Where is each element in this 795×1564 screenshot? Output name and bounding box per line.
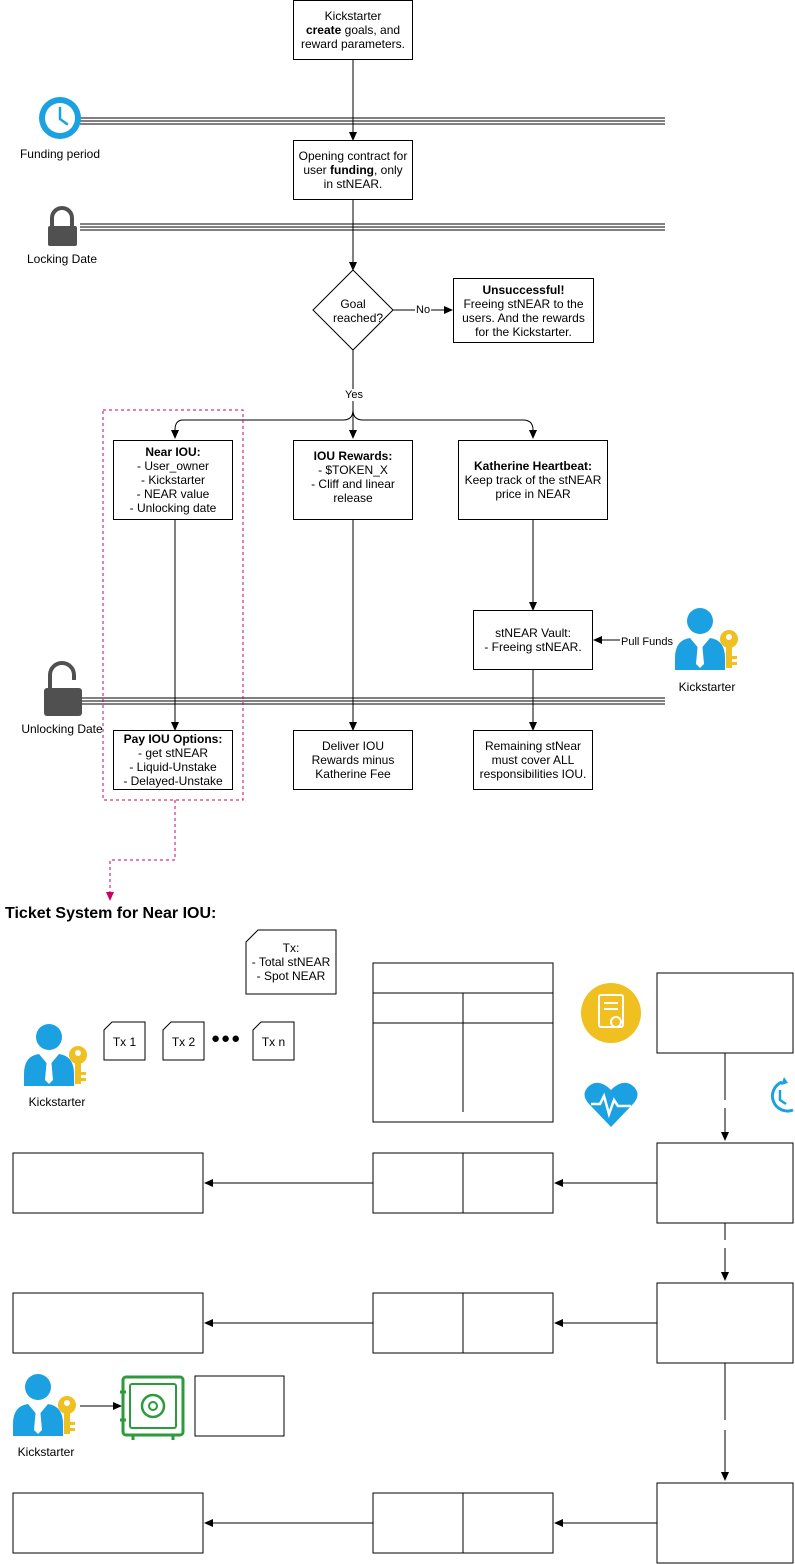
pay-iou-line: - Delayed-Unstake	[123, 774, 223, 788]
unsuccessful-box: Unsuccessful! Freeing stNEAR to the user…	[453, 278, 594, 343]
near-iou-group-border	[102, 409, 244, 801]
right-box-3	[656, 1282, 794, 1364]
locking-date-line	[80, 223, 665, 231]
right-box-4	[656, 1482, 794, 1564]
near-iou-line: - Unlocking date	[129, 501, 217, 515]
timer-icon	[770, 1077, 794, 1113]
vault-icon	[120, 1375, 185, 1440]
dashed-link-to-ticket-system	[106, 800, 176, 901]
split-box-1	[372, 1152, 554, 1214]
pay-iou-line: - get stNEAR	[137, 746, 209, 760]
right-box-2	[656, 1142, 794, 1224]
opening-contract-box: Opening contract for user funding, only …	[293, 140, 413, 200]
iou-rewards-box: IOU Rewards: - $TOKEN_X - Cliff and line…	[293, 440, 413, 520]
pay-iou-title: Pay IOU Options:	[123, 732, 223, 746]
near-iou-box: Near IOU: - User_owner - Kickstarter - N…	[113, 440, 233, 520]
deliver-rewards-text: Deliver IOU Rewards minus Katherine Fee	[311, 739, 395, 781]
opening-text-pre: Opening contract for user	[298, 149, 408, 177]
kickstarter-label: Kickstarter	[28, 1095, 86, 1109]
tx-note-line: - Spot NEAR	[256, 969, 326, 983]
decision-label: Goal reached?	[333, 297, 384, 325]
funding-period-label: Funding period	[19, 147, 101, 161]
unlocking-date-line	[80, 697, 665, 705]
tx-note-text: Tx: - Total stNEAR - Spot NEAR	[246, 941, 336, 983]
user-key-icon	[13, 1374, 76, 1436]
unlock-icon	[44, 661, 82, 716]
near-iou-line: - NEAR value	[136, 487, 210, 501]
no-label: No	[415, 304, 432, 316]
vault-line: stNEAR Vault:	[495, 626, 571, 640]
arrow-yes-right	[352, 409, 537, 439]
split-box-2	[372, 1292, 554, 1354]
tx-item: Tx 1	[112, 1035, 137, 1049]
output-box-3	[12, 1492, 204, 1554]
ellipsis-dots: ●●●	[211, 1030, 242, 1047]
pay-iou-options-box: Pay IOU Options: - get stNEAR - Liquid-U…	[113, 730, 233, 790]
arrow-yes-branches	[171, 350, 354, 439]
tx-n-shape	[252, 1021, 295, 1061]
create-text-post: goals, and reward parameters.	[300, 23, 406, 51]
vault-line: - Freeing stNEAR.	[484, 640, 582, 654]
tx-note-title: Tx:	[282, 941, 300, 955]
clock-icon	[39, 97, 81, 139]
ticket-system-heading: Ticket System for Near IOU:	[5, 905, 217, 922]
heartbeat-body: Keep track of the stNEAR price in NEAR	[464, 473, 602, 501]
tx-note-shape	[245, 929, 337, 995]
ticket-table	[372, 962, 554, 1123]
tx-note-line: - Total stNEAR	[251, 955, 331, 969]
create-text-pre: Kickstarter	[324, 9, 382, 23]
stnear-vault-box: stNEAR Vault: - Freeing stNEAR.	[473, 610, 593, 670]
tx-item: Tx n	[261, 1035, 286, 1049]
heartbeat-title: Katherine Heartbeat:	[473, 459, 593, 473]
unsuccessful-title: Unsuccessful!	[482, 282, 565, 297]
katherine-heartbeat-box: Katherine Heartbeat: Keep track of the s…	[458, 440, 608, 520]
right-box-1	[656, 972, 794, 1054]
unlocking-date-label: Unlocking Date	[21, 722, 103, 736]
pay-iou-line: - Liquid-Unstake	[129, 760, 217, 774]
deliver-rewards-box: Deliver IOU Rewards minus Katherine Fee	[293, 730, 413, 790]
tx-item: Tx 2	[171, 1035, 196, 1049]
create-text-bold: create	[305, 23, 342, 37]
heart-pulse-icon	[584, 1082, 638, 1127]
kickstarter-label: Kickstarter	[17, 1445, 75, 1459]
remaining-stnear-text: Remaining stNear must cover ALL responsi…	[479, 739, 587, 781]
unsuccessful-body: Freeing stNEAR to the users. And the rew…	[462, 296, 585, 339]
iou-rewards-line: - Cliff and linear release	[311, 477, 395, 505]
output-box-2	[12, 1292, 204, 1354]
ticket-arrows	[80, 1179, 657, 1527]
iou-rewards-line: - $TOKEN_X	[318, 463, 388, 477]
tx-1-shape	[103, 1021, 146, 1061]
tx-2-shape	[162, 1021, 205, 1061]
opening-text-post: , only in stNEAR.	[323, 163, 403, 191]
locking-date-label: Locking Date	[26, 252, 98, 266]
user-key-icon	[675, 608, 738, 670]
output-box-1	[12, 1152, 204, 1214]
lock-icon	[48, 206, 77, 246]
iou-rewards-title: IOU Rewards:	[313, 449, 393, 463]
near-iou-line: - Kickstarter	[140, 473, 205, 487]
remaining-stnear-box: Remaining stNear must cover ALL responsi…	[473, 730, 593, 790]
yes-label: Yes	[344, 389, 364, 401]
near-iou-title: Near IOU:	[145, 445, 201, 459]
vault-output-box	[194, 1375, 285, 1437]
opening-text-bold: funding	[330, 163, 374, 177]
pull-funds-label: Pull Funds	[620, 636, 674, 648]
funding-period-line	[80, 117, 665, 125]
kickstarter-label: Kickstarter	[678, 680, 736, 694]
user-key-icon	[24, 1024, 87, 1086]
split-box-3	[372, 1492, 554, 1554]
certificate-icon	[581, 983, 641, 1043]
near-iou-line: - User_owner	[136, 459, 210, 473]
